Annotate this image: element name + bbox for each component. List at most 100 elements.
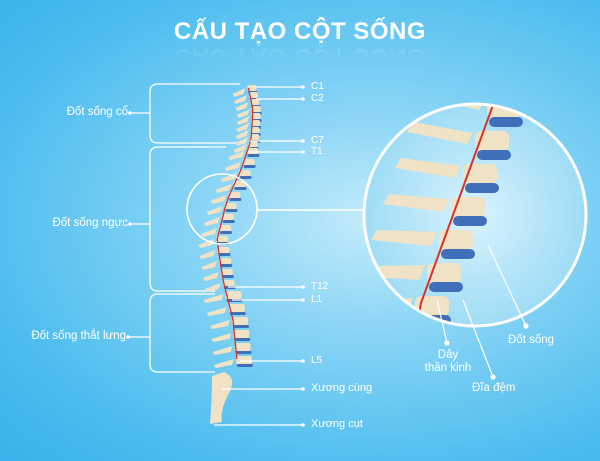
spinous-process xyxy=(206,206,223,215)
spinous-process xyxy=(235,137,249,146)
spinous-process xyxy=(212,346,233,355)
disc xyxy=(233,325,249,328)
vertebra xyxy=(242,159,255,165)
vertebra xyxy=(221,214,234,220)
vertebra xyxy=(219,225,231,231)
sacrum-coccyx xyxy=(210,372,233,424)
spinous-process xyxy=(201,228,217,237)
vertebra xyxy=(233,330,250,338)
disc xyxy=(222,220,235,223)
vertebra xyxy=(219,258,232,264)
label-c7: C7 xyxy=(311,135,324,146)
vertebra xyxy=(251,106,261,112)
zoom-vertebra xyxy=(475,131,509,151)
disc xyxy=(218,253,231,256)
label-nerve-1: Dây xyxy=(437,349,459,361)
label-c2: C2 xyxy=(311,93,324,104)
label-c1: C1 xyxy=(311,81,324,92)
label-thoracic: Đốt sống ngực xyxy=(52,217,128,229)
spinous-process xyxy=(236,123,250,132)
vertebra-leader-lines xyxy=(214,85,305,427)
vertebra xyxy=(250,127,260,133)
disc xyxy=(221,275,234,278)
disc xyxy=(220,231,232,234)
label-t1: T1 xyxy=(311,146,323,157)
disc xyxy=(234,338,251,341)
bracket-thoracic xyxy=(149,146,226,292)
spinous-process xyxy=(210,320,230,329)
zoom-spinous-process xyxy=(371,230,437,246)
zoom-disc xyxy=(429,282,463,292)
zoom-spinous-process xyxy=(365,265,425,280)
disc xyxy=(225,209,238,212)
spinous-process xyxy=(203,217,220,226)
zoom-vertebra xyxy=(415,296,449,316)
nerve xyxy=(216,87,254,360)
vertebra xyxy=(228,192,241,198)
spinous-process xyxy=(236,116,250,125)
spinous-process xyxy=(235,102,249,111)
bracket-lumbar xyxy=(149,293,215,373)
spinous-process xyxy=(201,261,218,270)
disc xyxy=(243,165,256,168)
spinous-process xyxy=(199,250,216,259)
label-sacrum: Xương cùng xyxy=(311,382,373,394)
vertebra xyxy=(238,170,251,176)
spinous-process xyxy=(215,184,232,193)
vertebra xyxy=(224,203,237,209)
spinous-process xyxy=(203,294,224,303)
disc xyxy=(247,154,260,157)
region-brackets xyxy=(128,83,240,373)
vertebra xyxy=(248,92,258,98)
label-coccyx: Xương cụt xyxy=(311,418,363,430)
spinous-process xyxy=(235,130,249,139)
disc xyxy=(236,364,253,367)
zoom-disc xyxy=(477,150,511,160)
detail-leader-lines xyxy=(436,244,529,380)
spinous-process xyxy=(228,151,245,160)
label-disc: Đĩa đệm xyxy=(472,382,516,394)
disc xyxy=(239,176,252,179)
zoom-disc xyxy=(489,117,523,127)
disc xyxy=(234,187,247,190)
zoom-vertebra xyxy=(451,197,485,217)
vertebra xyxy=(250,99,260,105)
vertebra xyxy=(217,247,230,253)
spinous-process xyxy=(210,195,227,204)
disc xyxy=(229,312,246,315)
label-lumbar: Đốt sống thắt lưng xyxy=(31,330,126,342)
vertebra xyxy=(233,181,246,187)
zoom-spinous-process xyxy=(383,194,449,212)
zoom-spinous-process xyxy=(395,158,461,178)
label-nerve-2: thần kinh xyxy=(424,362,472,374)
spinous-process xyxy=(204,283,221,292)
disc xyxy=(235,351,252,354)
zoom-circle-border xyxy=(362,102,588,328)
spinous-process xyxy=(233,144,247,153)
zoom-disc xyxy=(441,249,475,259)
vertebra xyxy=(248,141,258,147)
vertebra xyxy=(225,291,242,299)
disc xyxy=(220,264,233,267)
vertebra xyxy=(234,343,251,351)
zoom-vertebra xyxy=(463,164,497,184)
spinous-process xyxy=(211,333,232,342)
vertebra xyxy=(216,236,229,242)
spinous-process xyxy=(224,162,241,171)
zoom-spinous-process xyxy=(407,122,473,144)
label-l5: L5 xyxy=(311,355,323,366)
vertebra xyxy=(251,113,261,119)
spinous-process xyxy=(232,88,246,97)
zoom-disc xyxy=(465,183,499,193)
label-l1: L1 xyxy=(311,294,323,305)
vertebra xyxy=(232,317,248,325)
vertebra xyxy=(228,304,245,312)
spinous-process xyxy=(206,307,227,316)
page-title: CẤU TẠO CỘT SỐNG xyxy=(174,18,426,45)
label-vertebra: Đốt sống xyxy=(508,334,555,346)
magnify-circle-small xyxy=(186,173,258,245)
disc xyxy=(229,198,242,201)
zoom-nerve xyxy=(417,105,494,321)
vertebra xyxy=(247,85,257,91)
